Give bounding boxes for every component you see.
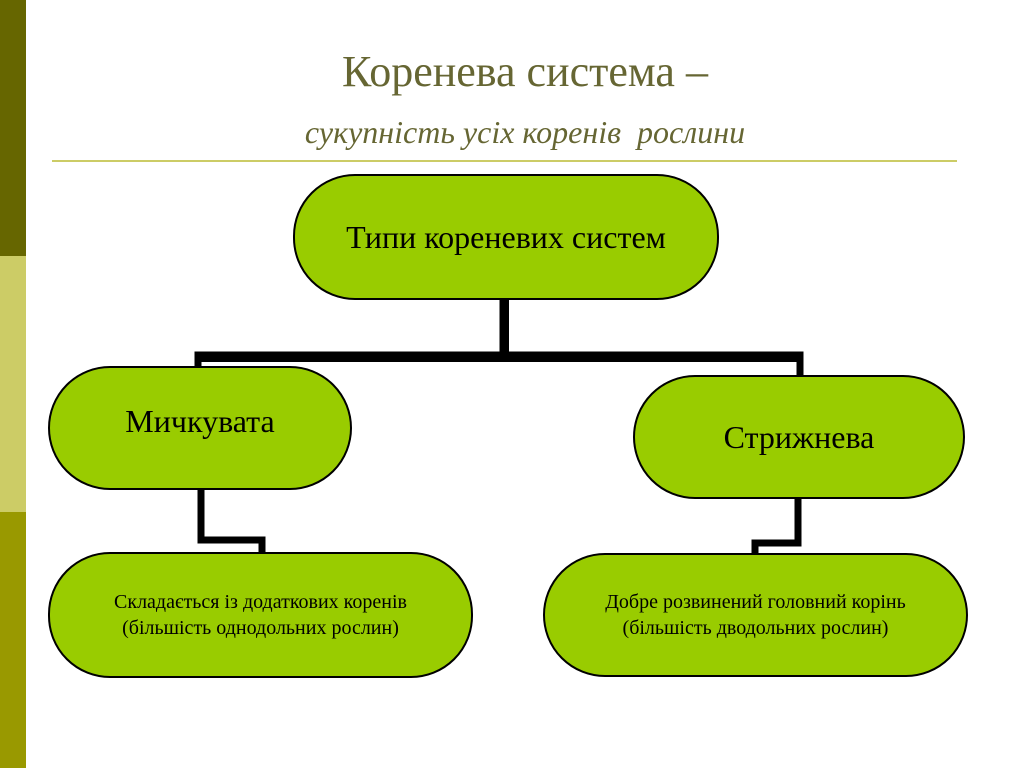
node-fibrous-description-text: Складається із додаткових коренів (більш… [114,591,407,639]
node-taproot-description-text: Добре розвинений головний корінь (більші… [605,591,906,639]
side-bar-bottom [0,512,26,768]
slide-subtitle: сукупність усіх коренів рослини [304,114,746,150]
node-taproot: Стрижнева [633,375,965,499]
title-underline [52,160,957,162]
connector-root-to-children [194,300,804,376]
node-fibrous-description: Складається із додаткових коренів (більш… [48,552,473,678]
side-bar-middle [0,256,26,512]
slide-title: Коренева система – [342,47,708,96]
side-bar-top [0,0,26,256]
connector-right-to-desc [751,499,802,553]
node-root-types: Типи кореневих систем [293,174,719,300]
node-taproot-description: Добре розвинений головний корінь (більші… [543,553,968,677]
connector-root-to-children-shadow [196,300,802,378]
node-root-label: Типи кореневих систем [346,219,666,255]
connector-left-to-desc [197,490,266,552]
node-fibrous: Мичкувата [48,366,352,490]
node-fibrous-label: Мичкувата [125,403,275,439]
node-taproot-label: Стрижнева [723,419,875,455]
